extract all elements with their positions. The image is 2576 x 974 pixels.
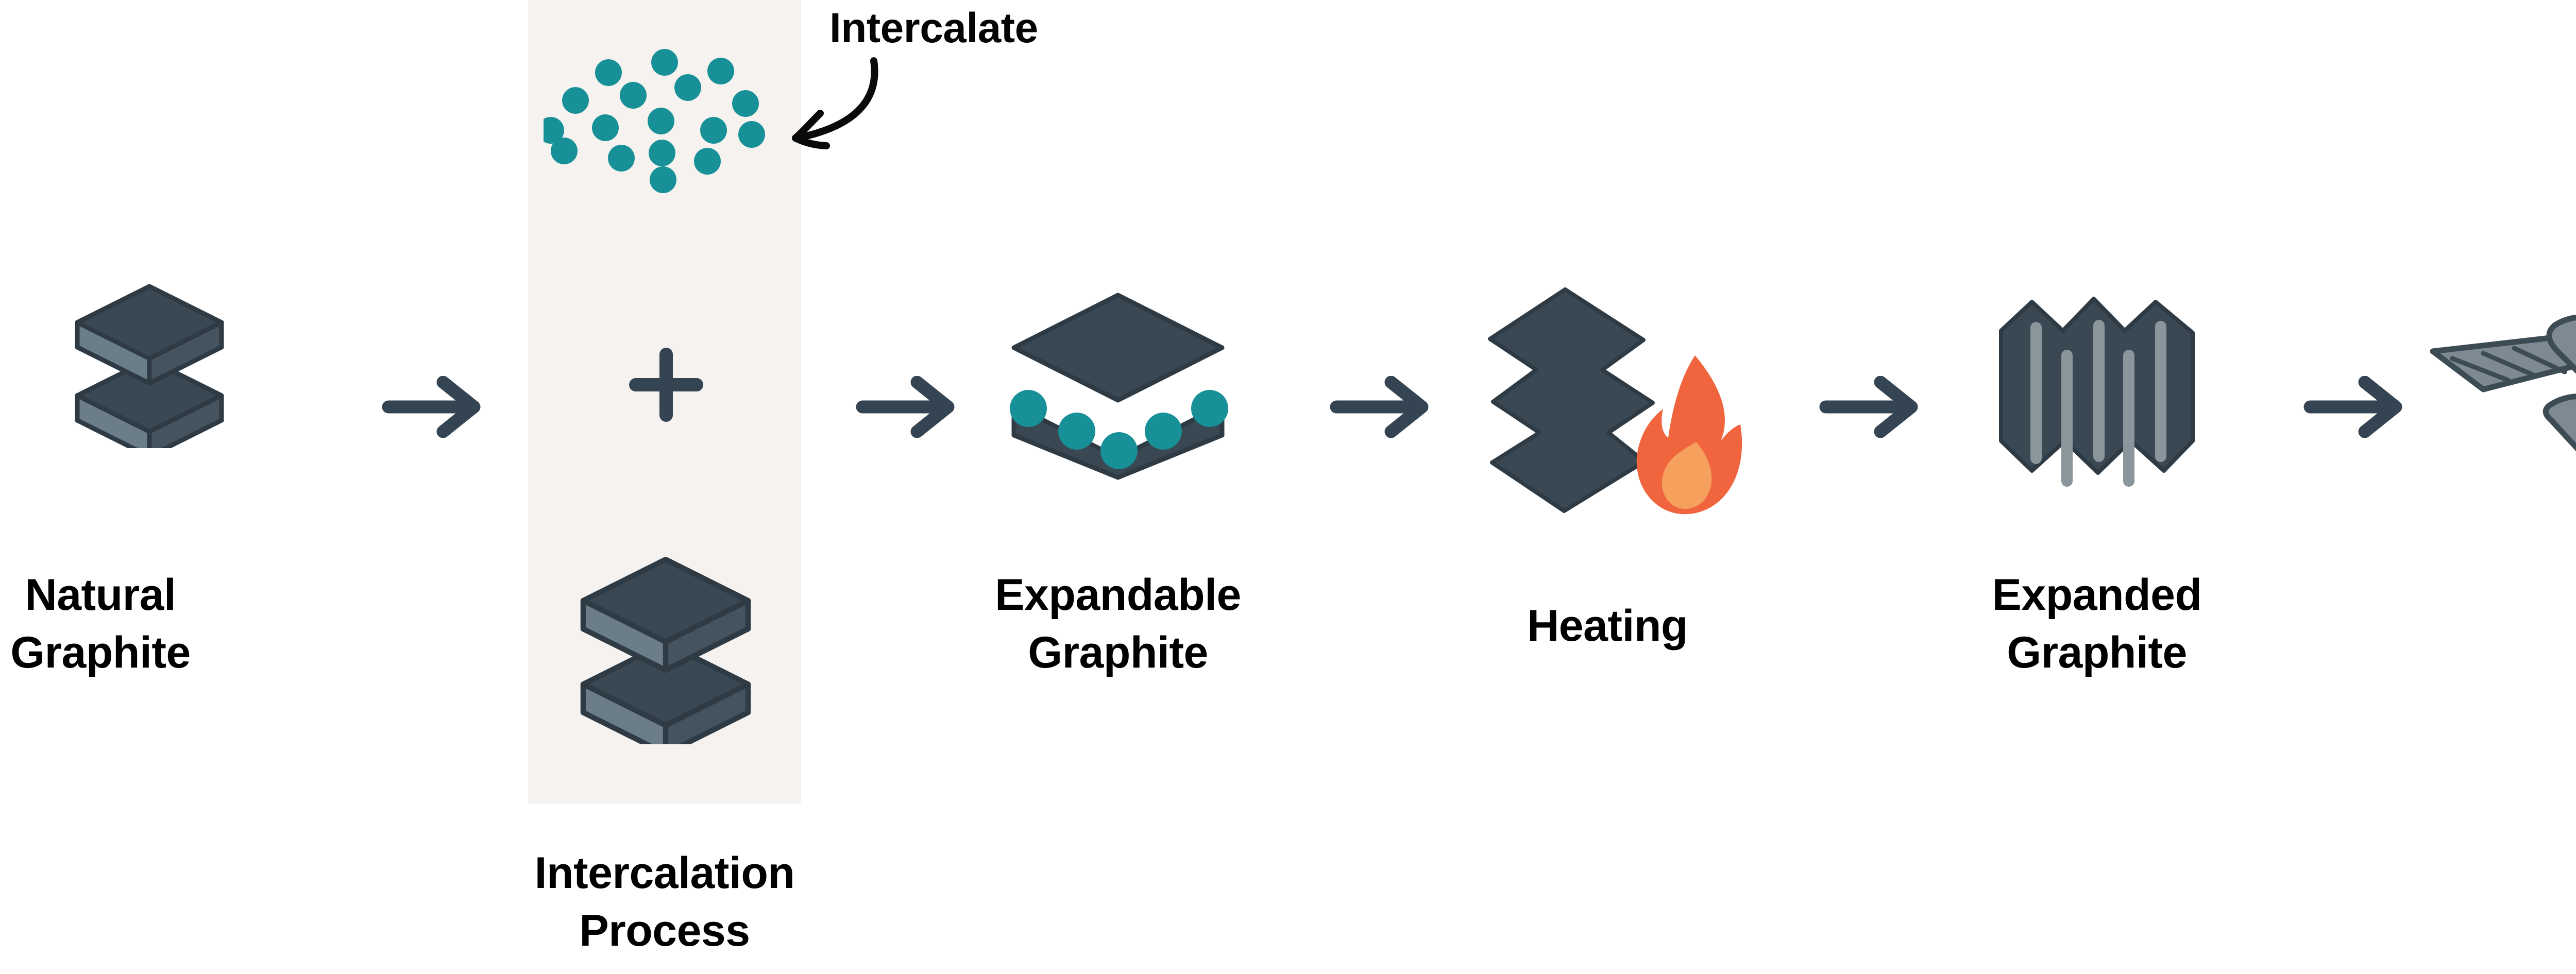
graphite-stack-icon xyxy=(67,268,232,448)
step-label-heating: Heating xyxy=(1527,601,1688,651)
annotation-label-intercalate: Intercalate xyxy=(829,5,1038,52)
arrow-right-icon xyxy=(381,376,489,438)
arrow-right-icon xyxy=(855,376,963,438)
roll-sheet-icon xyxy=(2421,288,2576,484)
expanded-graphite-icon xyxy=(1989,283,2205,489)
expandable-graphite-icon xyxy=(999,286,1236,487)
step-label-sheets-and-foils: Sheets & Foils xyxy=(2566,582,2576,640)
step-label-intercalation-process: Intercalation Process xyxy=(534,848,795,955)
step-label-expandable-graphite: Expandable Graphite xyxy=(995,570,1241,677)
arrow-right-icon xyxy=(2303,376,2411,438)
plus-icon xyxy=(628,346,705,423)
arrow-right-icon xyxy=(1329,376,1437,438)
graphite-stack-icon-intercalation xyxy=(568,538,764,744)
curved-arrow-down-left-icon xyxy=(773,52,907,160)
step-label-natural-graphite: Natural Graphite xyxy=(10,570,191,677)
step-label-expanded-graphite: Expanded Graphite xyxy=(1992,570,2202,677)
heating-flame-icon xyxy=(1473,278,1747,520)
arrow-right-icon xyxy=(1819,376,1927,438)
intercalate-dots-cluster xyxy=(544,39,765,245)
